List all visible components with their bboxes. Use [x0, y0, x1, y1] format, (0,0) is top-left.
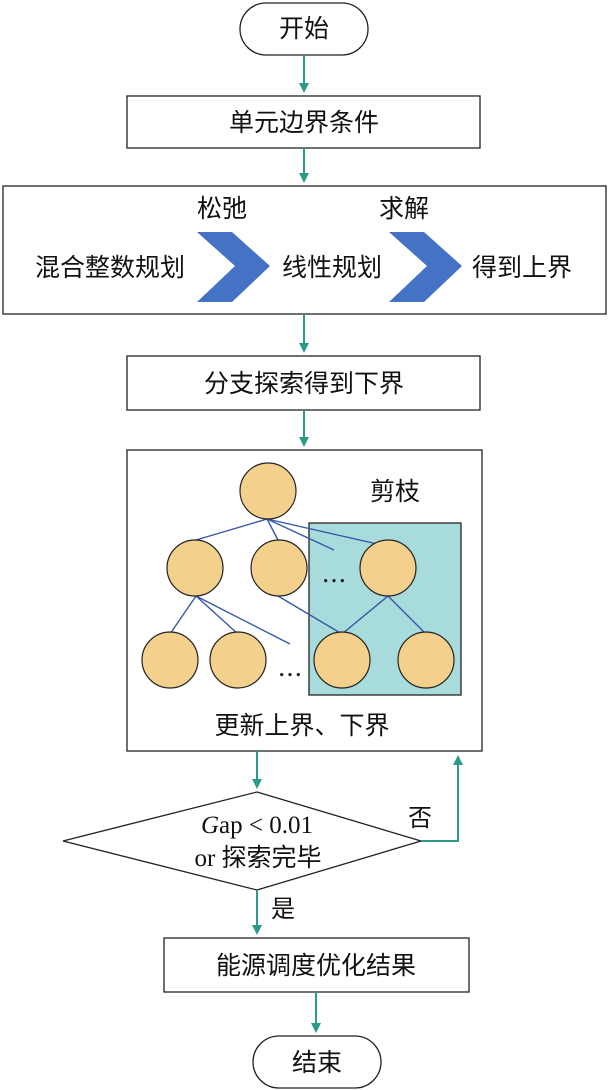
- boundary-conditions-box: [126, 95, 481, 149]
- solve-label: 求解: [379, 194, 429, 223]
- tree-edge: [341, 595, 389, 635]
- upper-bound-text: 得到上界: [472, 253, 572, 282]
- branch-search-box: [126, 355, 481, 411]
- end-terminal: [252, 1035, 382, 1089]
- gap-italic-letter: G: [201, 812, 219, 839]
- result-text: 能源调度优化结果: [216, 951, 416, 980]
- tree-edges: [169, 518, 427, 645]
- tree-edge: [266, 518, 279, 541]
- tree-edge: [195, 518, 268, 541]
- tree-edge: [277, 595, 343, 635]
- tree-edge: [266, 518, 335, 551]
- yes-label: 是: [271, 895, 295, 923]
- boundary-conditions-text: 单元边界条件: [229, 108, 379, 137]
- decision-line1: Gap < 0.01: [201, 812, 313, 839]
- tree-edge: [169, 595, 197, 635]
- tree-edge: [195, 595, 239, 635]
- tree-edge: [195, 595, 291, 645]
- tree-node: [313, 631, 371, 689]
- tree-node: [397, 631, 455, 689]
- branch-search-text: 分支探索得到下界: [204, 369, 404, 398]
- tree-node: [141, 631, 199, 689]
- relax-chevron-icon: [197, 232, 270, 302]
- start-terminal: [239, 2, 369, 56]
- tree-edge: [387, 595, 427, 635]
- arrow-no-loop: [421, 755, 463, 842]
- tree-node: [209, 631, 267, 689]
- result-box: [163, 937, 470, 993]
- update-bounds-text: 更新上界、下界: [214, 711, 389, 740]
- prune-label: 剪枝: [370, 477, 420, 506]
- decision-diamond: [62, 791, 424, 891]
- end-text: 结束: [292, 1048, 342, 1077]
- ellipsis-level1: …: [322, 559, 347, 588]
- relaxation-box: [2, 185, 607, 315]
- gap-condition: ap < 0.01: [219, 812, 313, 839]
- decision-line2: or 探索完毕: [194, 844, 321, 872]
- ellipsis-level2: …: [278, 653, 303, 682]
- solve-chevron-icon: [389, 232, 462, 302]
- relax-label: 松弛: [197, 194, 247, 223]
- milp-text: 混合整数规划: [35, 253, 185, 282]
- no-label: 否: [408, 804, 432, 832]
- tree-edge: [266, 518, 387, 547]
- start-text: 开始: [279, 14, 329, 43]
- tree-node: [166, 539, 224, 597]
- tree-root-node: [239, 462, 297, 520]
- tree-node: [359, 539, 417, 597]
- tree-node: [250, 539, 308, 597]
- lp-text: 线性规划: [282, 253, 382, 282]
